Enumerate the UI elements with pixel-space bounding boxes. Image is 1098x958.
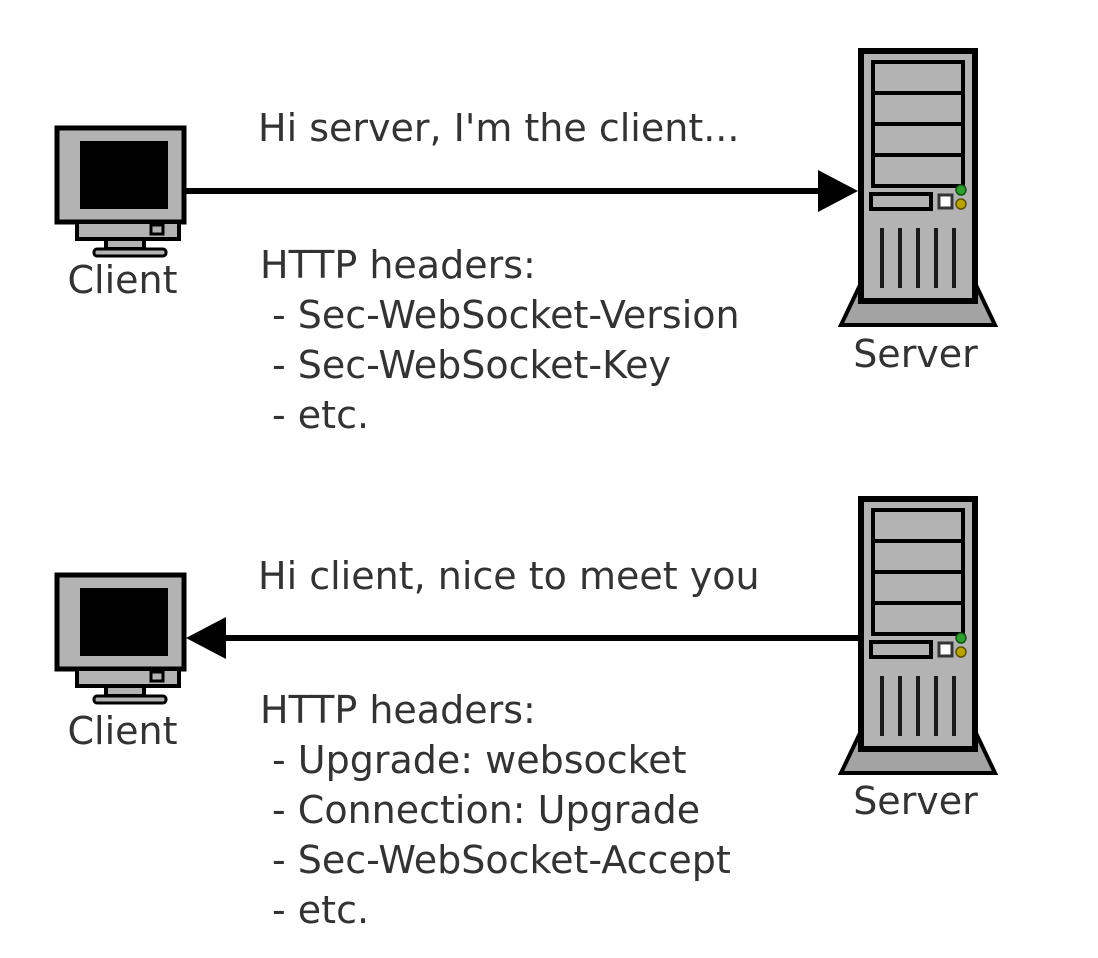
client-label: Client: [67, 258, 178, 302]
client-label: Client: [67, 709, 178, 753]
server-label: Server: [853, 332, 978, 376]
response-arrow-left-icon: [184, 613, 860, 661]
request-message: Hi server, I'm the client...: [258, 106, 740, 150]
headers-title: HTTP headers:: [260, 243, 536, 287]
request-arrow-right-icon: [184, 166, 860, 214]
header-item: - Sec-WebSocket-Accept: [272, 838, 731, 882]
client-computer-icon: [53, 122, 187, 260]
server-tower-icon: [838, 48, 998, 336]
header-item: - Sec-WebSocket-Version: [272, 293, 740, 337]
client-computer-icon: [53, 569, 187, 707]
server-tower-icon: [838, 496, 998, 784]
header-item: - etc.: [272, 888, 370, 932]
server-label: Server: [853, 779, 978, 823]
response-headers: HTTP headers: - Upgrade: websocket - Con…: [260, 685, 731, 935]
response-message: Hi client, nice to meet you: [258, 554, 760, 598]
header-item: - etc.: [272, 393, 370, 437]
header-item: - Connection: Upgrade: [272, 788, 701, 832]
header-item: - Sec-WebSocket-Key: [272, 343, 671, 387]
request-headers: HTTP headers: - Sec-WebSocket-Version - …: [260, 240, 740, 440]
headers-title: HTTP headers:: [260, 688, 536, 732]
header-item: - Upgrade: websocket: [272, 738, 687, 782]
